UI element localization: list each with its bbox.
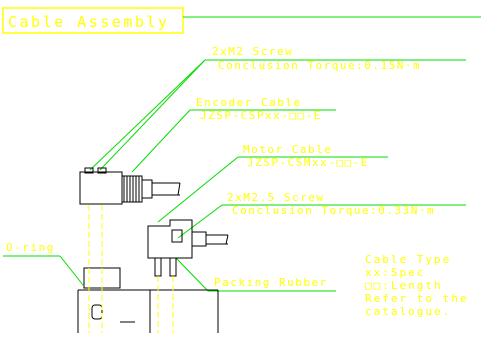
motor-housing — [77, 267, 219, 333]
motor-cable-gland — [191, 231, 207, 247]
m25-screw-leader — [177, 204, 223, 239]
title-block: Cable Assembly — [2, 7, 481, 34]
encoder-connector — [79, 167, 181, 205]
note-line-2: xx:Spec — [365, 266, 425, 279]
m2-screw-leader-1 — [89, 59, 206, 171]
motor-connector-body — [147, 219, 193, 259]
callout-o-ring: O-ring — [3, 241, 84, 286]
note-line-1: Cable Type — [365, 253, 451, 266]
callout-packing-rubber: Packing Rubber — [175, 257, 336, 292]
encoder-cable-part: JZSP-CSPxx-□□-E — [200, 109, 322, 122]
encoder-cable-break — [177, 182, 181, 196]
m2-screw-label: 2xM2 Screw — [212, 45, 293, 58]
motor-connector — [147, 219, 229, 277]
callout-encoder-cable: Encoder Cable JZSP-CSPxx-□□-E — [131, 96, 336, 173]
motor-pin-2 — [169, 257, 177, 277]
encoder-screw-head-1 — [84, 167, 94, 174]
encoder-cable-leader — [131, 109, 191, 173]
title-text: Cable Assembly — [8, 13, 169, 31]
encoder-cable-label: Encoder Cable — [196, 96, 302, 109]
callout-m2-screw: 2xM2 Screw Conclusion Torque:0.15N·m — [89, 45, 466, 171]
m2-screw-torque: Conclusion Torque:0.15N·m — [218, 59, 421, 72]
housing-boss — [91, 304, 103, 320]
title-box — [2, 7, 184, 34]
note-line-5: catalogue. — [365, 305, 451, 318]
o-ring-leader — [59, 255, 84, 286]
cable-type-note: Cable Type xx:Spec □□:Length Refer to th… — [365, 253, 468, 318]
motor-cable-leader — [157, 156, 239, 223]
motor-pin-1 — [154, 257, 162, 277]
motor-cable-break — [225, 234, 229, 245]
motor-screw-head — [171, 229, 183, 243]
motor-cable-label: Motor Cable — [243, 143, 332, 156]
callout-m25-screw: 2xM2.5 Screw Conclusion Torque:0.33N·m — [177, 191, 466, 239]
m25-screw-torque: Conclusion Torque:0.33N·m — [232, 204, 435, 217]
note-line-4: Refer to the — [365, 292, 468, 305]
encoder-strain-relief — [141, 179, 153, 199]
motor-cable-part: JZSP-CSMxx-□□-E — [247, 156, 369, 169]
m25-screw-label: 2xM2.5 Screw — [227, 191, 324, 204]
assembly-center-lines — [88, 205, 174, 333]
callout-motor-cable: Motor Cable JZSP-CSMxx-□□-E — [157, 143, 388, 223]
note-line-3: □□:Length — [365, 279, 443, 292]
packing-rubber-leader — [175, 257, 209, 292]
packing-rubber-label: Packing Rubber — [214, 276, 328, 289]
o-ring-label: O-ring — [6, 241, 55, 254]
m2-screw-leader-2 — [99, 59, 206, 171]
encoder-connector-body — [79, 171, 123, 205]
encoder-screw-head-2 — [97, 167, 107, 174]
